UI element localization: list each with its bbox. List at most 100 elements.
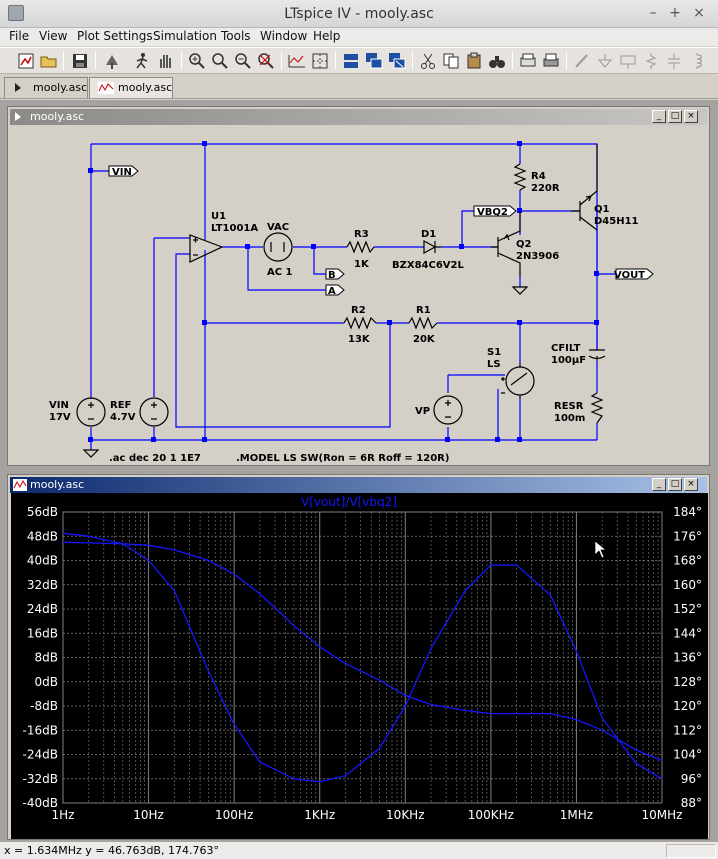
ac-directive[interactable]: .ac dec 20 1 1E7 [109, 453, 201, 464]
ref-value[interactable]: 4.7V [110, 412, 136, 423]
menu-window[interactable]: Window [260, 29, 308, 43]
cfilt-value[interactable]: 100µF [551, 355, 586, 366]
print-icon[interactable] [541, 51, 561, 71]
tab-schematic[interactable]: mooly.asc [4, 77, 88, 98]
cascade-icon[interactable] [364, 51, 384, 71]
r1-value[interactable]: 20K [413, 334, 436, 345]
q1-value[interactable]: D45H11 [594, 216, 639, 227]
q1-name[interactable]: Q1 [594, 204, 610, 215]
r1-name[interactable]: R1 [416, 305, 431, 316]
run-icon[interactable] [132, 51, 152, 71]
child-maximize-button[interactable]: □ [668, 478, 682, 491]
tab-waveform[interactable]: mooly.asc [89, 77, 173, 98]
close-all-icon[interactable] [387, 51, 407, 71]
y-left-tick-label: 24dB [27, 602, 58, 616]
child-minimize-button[interactable]: _ [652, 478, 666, 491]
ref-name[interactable]: REF [110, 400, 131, 411]
plot-canvas[interactable]: 56dB48dB40dB32dB24dB16dB8dB0dB-8dB-16dB-… [11, 493, 708, 839]
capacitor-icon[interactable] [664, 51, 684, 71]
menu-help[interactable]: Help [313, 29, 341, 43]
close-button[interactable]: × [693, 5, 705, 21]
model-directive[interactable]: .MODEL LS SW(Ron = 6R Roff = 120R) [236, 453, 449, 464]
inductor-icon[interactable] [687, 51, 707, 71]
vp-name[interactable]: VP [415, 406, 430, 417]
child-close-button[interactable]: × [684, 110, 698, 123]
waveform-window-titlebar[interactable]: mooly.asc _ □ × [10, 477, 707, 493]
vin-value[interactable]: 17V [49, 412, 71, 423]
resr-value[interactable]: 100m [554, 413, 585, 424]
maximize-button[interactable]: + [669, 5, 681, 21]
vin-name[interactable]: VIN [49, 400, 69, 411]
u1-name[interactable]: U1 [211, 211, 226, 222]
tile-horizontal-icon[interactable] [341, 51, 361, 71]
zoom-fit-icon[interactable] [256, 51, 276, 71]
u1-value[interactable]: LT1001A [211, 223, 258, 234]
menu-view[interactable]: View [39, 29, 68, 43]
child-maximize-button[interactable]: □ [668, 110, 682, 123]
schematic-window-title: mooly.asc [30, 110, 85, 123]
cut-icon[interactable] [418, 51, 438, 71]
r4-value[interactable]: 220R [531, 183, 560, 194]
r4-name[interactable]: R4 [531, 171, 546, 182]
x-tick-label: 1MHz [560, 808, 593, 822]
menu-tools[interactable]: Tools [221, 29, 251, 43]
save-icon[interactable] [70, 51, 90, 71]
d1-value[interactable]: BZX84C6V2L [392, 260, 464, 271]
net-flag-vout[interactable]: VOUT [614, 270, 645, 281]
print-preview-icon[interactable] [518, 51, 538, 71]
net-flag-vbq2[interactable]: VBQ2 [477, 207, 508, 218]
copy-icon[interactable] [441, 51, 461, 71]
y-left-tick-label: 56dB [27, 505, 58, 519]
menu-plot-settings[interactable]: Plot Settings [77, 29, 153, 43]
minimize-button[interactable]: – [649, 5, 657, 21]
draw-wire-icon[interactable] [572, 51, 592, 71]
label-net-icon[interactable] [618, 51, 638, 71]
pan-icon[interactable] [210, 51, 230, 71]
paste-icon[interactable] [464, 51, 484, 71]
tab-label: mooly.asc [118, 81, 173, 94]
s1-name[interactable]: S1 [487, 347, 501, 358]
document-tab-bar: mooly.asc mooly.asc [0, 75, 718, 99]
find-binoculars-icon[interactable] [487, 51, 507, 71]
menu-file[interactable]: File [9, 29, 30, 43]
net-flag-vin[interactable]: VIN [112, 167, 132, 178]
d1-name[interactable]: D1 [421, 229, 436, 240]
child-minimize-button[interactable]: _ [652, 110, 666, 123]
cursor-readout: x = 1.634MHz y = 46.763dB, 174.763° [4, 844, 219, 857]
s1-value[interactable]: LS [487, 359, 501, 370]
r2-name[interactable]: R2 [351, 305, 366, 316]
zoom-out-icon[interactable] [233, 51, 253, 71]
cursor-icon[interactable] [310, 51, 330, 71]
autorange-icon[interactable] [287, 51, 307, 71]
resr-name[interactable]: RESR [554, 401, 584, 412]
open-folder-icon[interactable] [39, 51, 59, 71]
child-close-button[interactable]: × [684, 478, 698, 491]
control-panel-icon[interactable] [102, 51, 122, 71]
schematic-window-titlebar[interactable]: mooly.asc _ □ × [10, 109, 707, 125]
new-schematic-icon[interactable] [16, 51, 36, 71]
r2-value[interactable]: 13K [348, 334, 371, 345]
net-flag-b[interactable]: B [328, 270, 336, 281]
resize-grip[interactable] [666, 844, 716, 858]
schematic-canvas[interactable]: VIN U1 LT1001A VAC AC 1 R3 1K D1 BZX84C6… [11, 127, 707, 464]
zoom-in-icon[interactable] [187, 51, 207, 71]
vac-name[interactable]: VAC [267, 222, 289, 233]
halt-hand-icon[interactable] [155, 51, 175, 71]
status-bar: x = 1.634MHz y = 46.763dB, 174.763° [0, 841, 718, 859]
q2-value[interactable]: 2N3906 [516, 251, 559, 262]
net-flag-a[interactable]: A [328, 286, 336, 297]
schematic-window[interactable]: mooly.asc _ □ × [7, 106, 710, 466]
y-left-tick-label: 0dB [35, 675, 58, 689]
q2-name[interactable]: Q2 [516, 239, 532, 250]
chart-title[interactable]: V[vout]/V[vbq2] [301, 495, 397, 509]
y-left-tick-label: 32dB [27, 578, 58, 592]
r3-value[interactable]: 1K [354, 259, 370, 270]
vac-value[interactable]: AC 1 [267, 267, 293, 278]
r3-name[interactable]: R3 [354, 229, 369, 240]
menu-simulation[interactable]: Simulation [153, 29, 217, 43]
ground-icon[interactable] [595, 51, 615, 71]
resistor-icon[interactable] [641, 51, 661, 71]
cfilt-name[interactable]: CFILT [551, 343, 581, 354]
y-right-tick-label: 104° [673, 748, 702, 762]
